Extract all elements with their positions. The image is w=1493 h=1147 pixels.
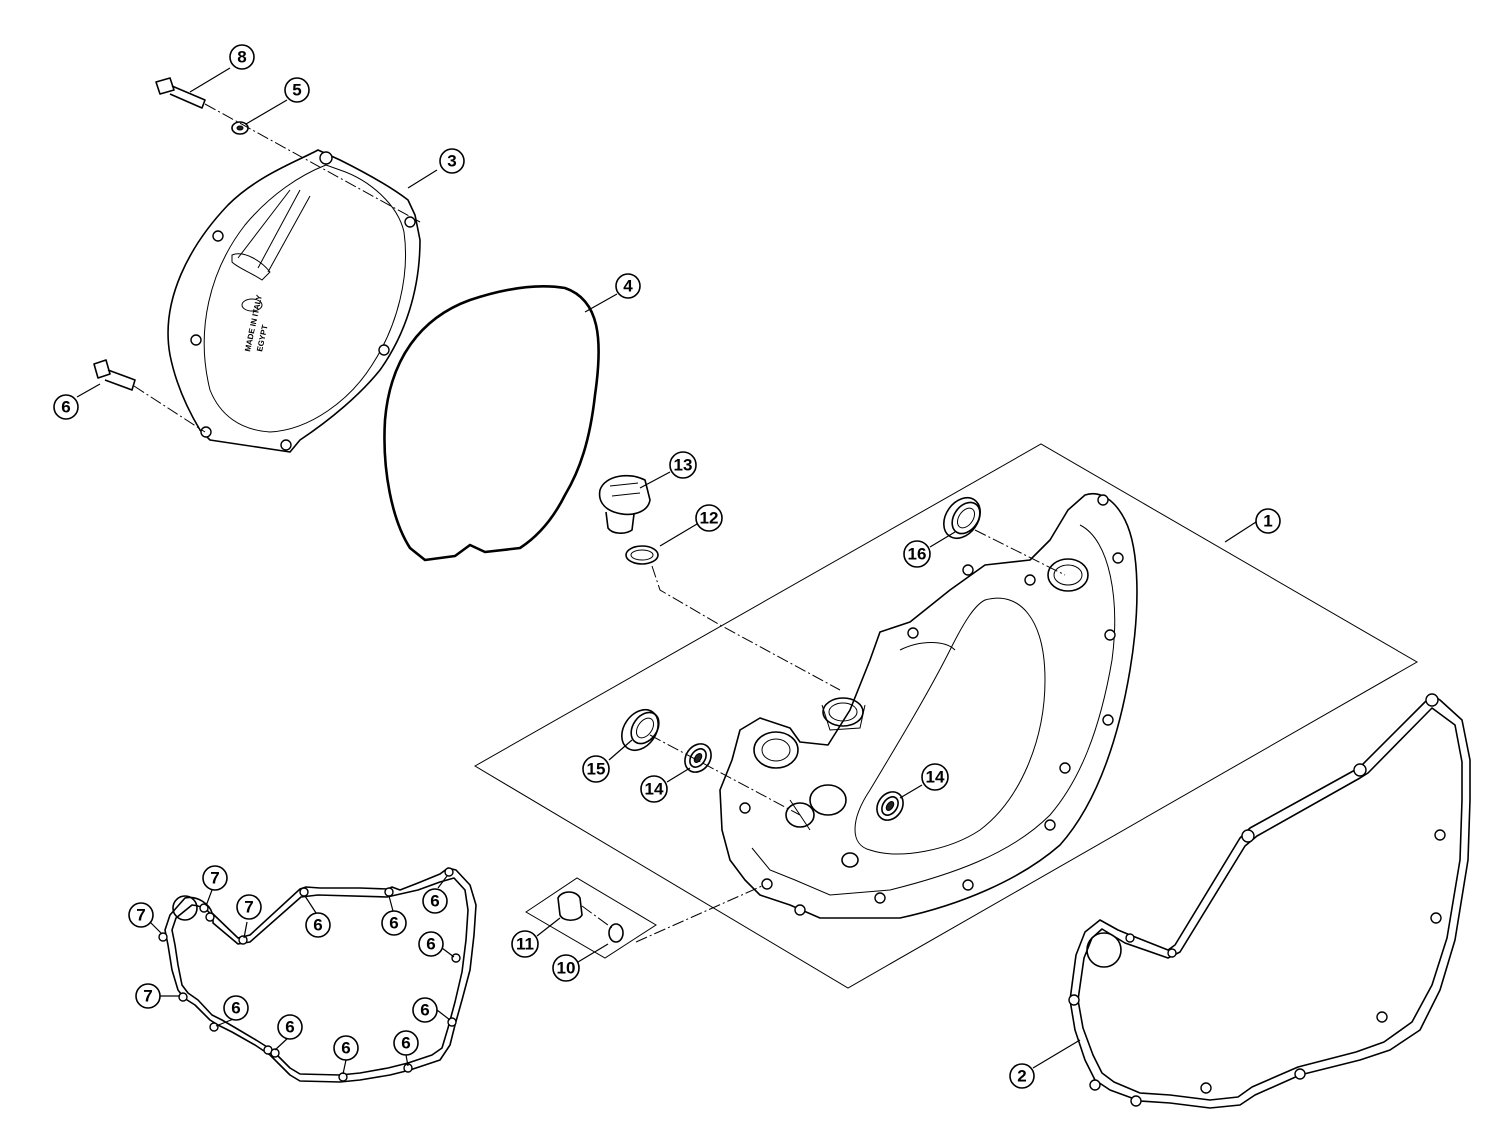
bolt-8 [155, 77, 421, 223]
callout-6-c-label: 6 [430, 892, 439, 911]
callout-7-a-label: 7 [210, 869, 219, 888]
oil-filler-plug [598, 474, 651, 534]
inner-crankcase-cover [719, 493, 1138, 919]
callout-10: 10 [552, 954, 580, 982]
crankcase-gasket [1068, 693, 1471, 1109]
callout-12-label: 12 [700, 509, 719, 528]
callout-2: 2 [1009, 1063, 1035, 1089]
callout-6-i-label: 6 [401, 1034, 410, 1053]
bearing-14-left [684, 743, 712, 773]
plug-center-line [651, 565, 841, 691]
callout-7-d: 7 [135, 983, 161, 1009]
clutch-cover: MADE IN ITALY EGYPT [167, 149, 421, 453]
callout-6-i: 6 [393, 1030, 419, 1056]
callout-7-b-label: 7 [136, 906, 145, 925]
bolt-6-cover [93, 359, 206, 433]
callout-6-g: 6 [277, 1014, 303, 1040]
callout-3: 3 [439, 148, 465, 174]
callout-6-a-label: 6 [313, 916, 322, 935]
callout-6-c: 6 [422, 888, 448, 914]
callout-6-d-label: 6 [426, 935, 435, 954]
callout-4: 4 [615, 273, 641, 299]
callout-6-a: 6 [305, 912, 331, 938]
callout-11: 11 [511, 930, 539, 958]
callout-8: 8 [229, 44, 255, 70]
callout-7-d-label: 7 [143, 987, 152, 1006]
callout-6: 6 [53, 394, 79, 420]
callout-6-h: 6 [333, 1035, 359, 1061]
callout-3-label: 3 [447, 152, 456, 171]
callout-4-label: 4 [623, 277, 633, 296]
callout-7-b: 7 [128, 902, 154, 928]
filler-o-ring [625, 545, 659, 565]
callout-7-a: 7 [202, 865, 228, 891]
bearing-center-line [649, 734, 801, 816]
callout-6-b: 6 [381, 910, 407, 936]
callout-6-label: 6 [61, 398, 70, 417]
callout-13-label: 13 [674, 456, 693, 475]
callout-6-b-label: 6 [389, 914, 398, 933]
washer-5 [231, 121, 249, 135]
callout-14-left-label: 14 [645, 780, 664, 799]
callout-1: 1 [1255, 508, 1281, 534]
callout-7-c-label: 7 [244, 898, 253, 917]
callout-16: 16 [903, 540, 931, 568]
callout-7-c: 7 [236, 894, 262, 920]
kit-frame [474, 443, 1419, 989]
callout-14-left: 14 [640, 775, 668, 803]
bearing-14-right [876, 791, 904, 821]
callout-14-right-label: 14 [926, 768, 945, 787]
plug-subgroup [525, 877, 763, 959]
callout-1-label: 1 [1263, 512, 1272, 531]
callout-6-g-label: 6 [285, 1018, 294, 1037]
callout-6-e: 6 [412, 997, 438, 1023]
callout-5: 5 [284, 77, 310, 103]
callout-16-label: 16 [908, 545, 927, 564]
callout-6-f-label: 6 [231, 999, 240, 1018]
cover-logo-line-2: EGYPT [255, 324, 269, 353]
callout-14-right: 14 [921, 763, 949, 791]
callout-2-label: 2 [1017, 1067, 1026, 1086]
callout-15-label: 15 [587, 760, 606, 779]
callout-13: 13 [669, 451, 697, 479]
callout-15: 15 [582, 755, 610, 783]
seal-15 [621, 708, 660, 752]
callout-6-d: 6 [418, 931, 444, 957]
callout-6-f: 6 [223, 995, 249, 1021]
callout-5-label: 5 [292, 81, 301, 100]
leader-lines [76, 67, 1257, 1075]
callout-6-h-label: 6 [341, 1039, 350, 1058]
callout-12: 12 [695, 504, 723, 532]
callout-10-label: 10 [557, 959, 576, 978]
seal-16 [943, 496, 1066, 576]
callout-6-e-label: 6 [420, 1001, 429, 1020]
cover-o-ring [383, 285, 600, 562]
callout-11-label: 11 [516, 935, 534, 954]
callout-8-label: 8 [237, 48, 246, 67]
